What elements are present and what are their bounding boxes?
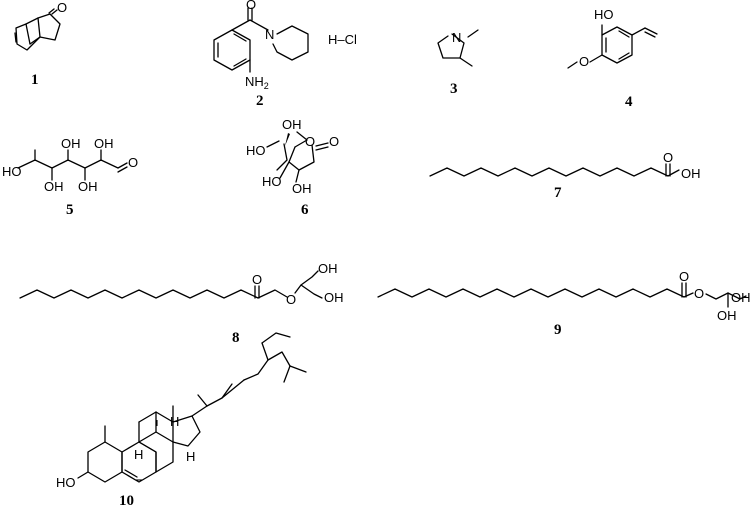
compound-5-structure: HO OH OH OH OH O 5 [2, 136, 138, 218]
compound-4-structure: HO O 4 [567, 7, 658, 110]
compound-2-o-atom: O [246, 0, 256, 12]
compound-8-ester-o-atom: O [286, 292, 296, 307]
compound-3-label: 3 [450, 81, 458, 97]
compound-2-structure: O N NH2 H–Cl 2 [213, 0, 357, 109]
compound-5-oh-label-3: OH [61, 136, 81, 151]
compound-7-carbonyl-o-atom: O [663, 150, 673, 165]
compound-1-o-atom: O [57, 0, 67, 15]
compound-9-oh-label-1: OH [731, 290, 751, 305]
compound-9-structure: O O OH OH 9 [377, 269, 751, 338]
compound-5-oh-label-5: OH [94, 136, 114, 151]
compound-1-structure: O 1 [14, 0, 67, 88]
compound-4-label: 4 [625, 94, 633, 110]
compound-10-h-label-1: H [134, 447, 143, 462]
compound-5-oh-label-2: OH [44, 179, 64, 194]
compound-10-h-label-2: H [170, 414, 179, 429]
compound-7-label: 7 [554, 185, 562, 201]
compound-3-structure: N 3 [437, 29, 479, 97]
compound-9-oh-label-2: OH [717, 308, 737, 323]
compound-6-structure: OH HO O O HO OH 6 [246, 117, 339, 218]
compound-3-n-atom: N [452, 30, 461, 45]
compound-8-label: 8 [232, 330, 240, 346]
compound-5-aldehyde-o-atom: O [128, 155, 138, 170]
compound-4-methoxy-o-atom: O [579, 54, 589, 69]
compound-6-carbonyl-o-atom: O [329, 134, 339, 149]
compound-5-label: 5 [66, 202, 74, 218]
compound-10-h-label-3: H [186, 449, 195, 464]
compound-10-label: 10 [119, 493, 134, 509]
compound-6-oh-label-1: OH [282, 117, 302, 132]
compound-2-nh-atom: NH2 [245, 74, 269, 91]
compound-2-hcl-salt: H–Cl [328, 32, 357, 47]
compound-5-ho-label: HO [2, 164, 22, 179]
compound-6-oh-label-4: OH [292, 181, 312, 196]
compound-7-hydroxyl-label: OH [681, 166, 701, 181]
compound-6-label: 6 [301, 202, 309, 218]
compound-8-oh-label-1: OH [318, 261, 338, 276]
compound-10-hydroxyl-label: HO [56, 475, 76, 490]
compound-6-ring-o-atom: O [305, 134, 315, 149]
compound-8-oh-label-2: OH [324, 290, 344, 305]
compound-9-label: 9 [554, 322, 562, 338]
compound-6-ho-label-2: HO [246, 143, 266, 158]
compound-9-ester-o-atom: O [694, 286, 704, 301]
compound-2-label: 2 [256, 93, 264, 109]
compound-6-ho-label-3: HO [262, 174, 282, 189]
compound-10-structure: HO H H H 10 [56, 332, 307, 509]
compound-1-label: 1 [31, 72, 39, 88]
compound-9-carbonyl-o-atom: O [679, 269, 689, 284]
compound-10-stereo-hashes [136, 420, 158, 481]
compound-2-n-atom: N [265, 27, 274, 42]
compound-8-structure: O O OH OH 8 [19, 261, 344, 346]
compound-5-oh-label-4: OH [78, 179, 98, 194]
compound-7-structure: O OH 7 [429, 150, 701, 201]
compound-8-carbonyl-o-atom: O [252, 272, 262, 287]
compound-4-hydroxyl-label: HO [594, 7, 614, 22]
